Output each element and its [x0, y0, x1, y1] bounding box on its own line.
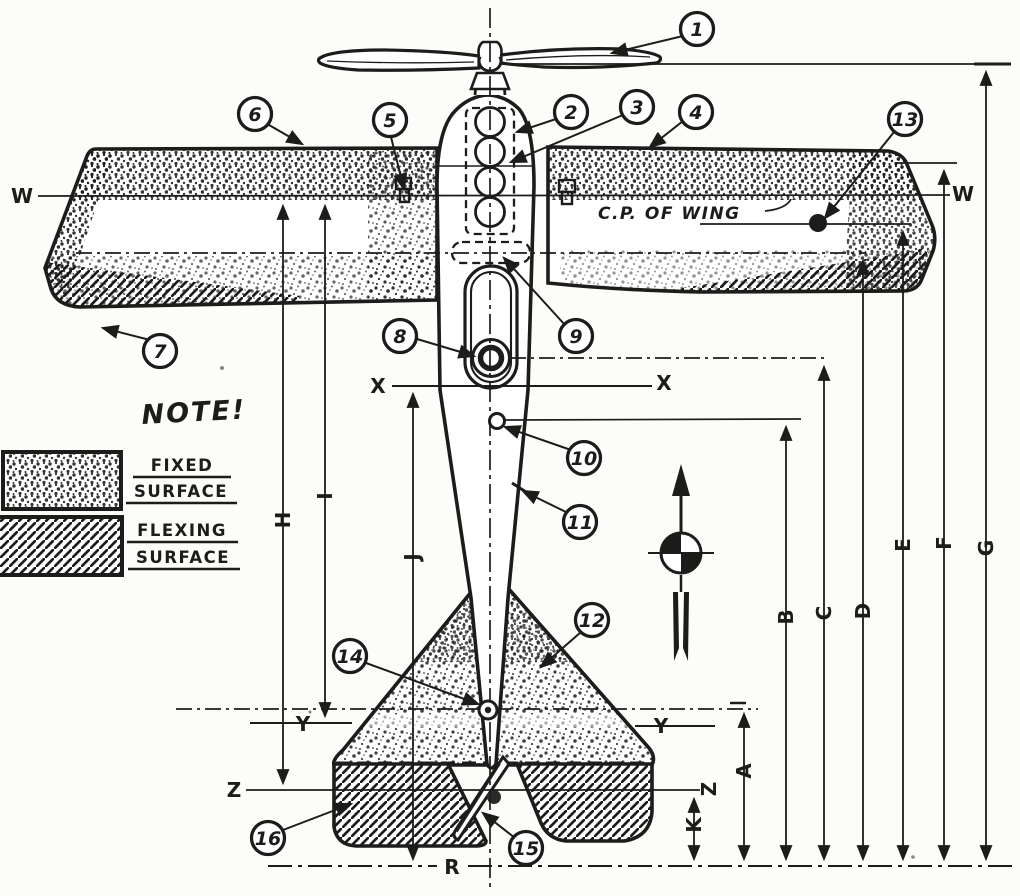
callout-6-number: 6 [248, 104, 261, 126]
wing-left-textures [45, 148, 437, 307]
dim-label-x-left: X [370, 374, 386, 398]
legend-fixed-line1: FIXED [151, 456, 214, 475]
callout-10-number: 10 [571, 448, 597, 470]
callout-7-number: 7 [153, 341, 167, 363]
callout-15-number: 15 [513, 838, 539, 860]
tail-pivot [477, 699, 499, 721]
callout-8-number: 8 [393, 326, 406, 348]
cp-leader [764, 198, 792, 212]
callout-4-number: 4 [688, 102, 702, 124]
callout-leaders [100, 35, 895, 839]
datum-lines [37, 8, 1014, 892]
callout-16: 16 [249, 819, 287, 857]
callout-9-number: 9 [569, 326, 582, 348]
dim-label-F: F [932, 536, 956, 550]
dim-label-w-right: W [952, 182, 974, 206]
dim-label-y-right: Y [653, 714, 669, 738]
dim-label-w-left: W [11, 184, 33, 208]
callout-14-number: 14 [337, 646, 363, 668]
callout-15: 15 [507, 829, 545, 867]
w-w-line [37, 194, 951, 197]
flexing-surface-texture [45, 262, 300, 307]
center-of-pressure-dot [809, 214, 827, 232]
callout-11-number: 11 [567, 512, 593, 534]
legend-flexing-line1: FLEXING [137, 521, 227, 540]
wing-left [43, 146, 439, 309]
dim-label-G: G [974, 540, 998, 556]
legend-fixed-line2: SURFACE [134, 482, 228, 501]
callout-16-number: 16 [255, 828, 281, 850]
motor-compartment-dashed [464, 106, 516, 236]
prop-blade-left [316, 48, 481, 72]
dim-label-A: A [732, 763, 756, 779]
dimension-lines [276, 69, 993, 862]
callout-10: 10 [565, 439, 603, 477]
dim-label-x-right: X [656, 371, 672, 395]
callout-7: 7 [141, 332, 179, 370]
elevator-right [514, 762, 654, 843]
dim-label-I: I [313, 492, 337, 499]
rear-hook-ring [477, 344, 505, 372]
dim-label-H: H [271, 512, 295, 529]
dim-label-C: C [812, 606, 836, 621]
wing-mount-dashed [450, 240, 532, 265]
cg-symbol-icon [648, 464, 714, 661]
fuselage-slot-inner [469, 270, 513, 384]
dimension-letters: W W X X Y Y Z Z H I J A K B C D E F G R [11, 182, 998, 879]
callout-3: 3 [618, 88, 656, 126]
dim-label-R: R [444, 855, 459, 879]
callout-5: 5 [371, 101, 409, 139]
callout-14: 14 [331, 637, 369, 675]
callout-8: 8 [381, 317, 419, 355]
callout-1: 1 [678, 10, 716, 48]
callout-13-number: 13 [892, 109, 918, 131]
dim-label-y-left: Y [295, 712, 311, 736]
dim-label-z-right: Z [697, 782, 721, 797]
callout-3-number: 3 [630, 97, 643, 119]
callout-12-number: 12 [579, 610, 605, 632]
callouts: 1 2 3 4 5 6 7 8 9 10 11 12 13 14 15 16 [141, 10, 924, 867]
dim-label-D: D [851, 603, 875, 620]
legend-flexing-line2: SURFACE [136, 548, 230, 567]
rudder-blade [452, 754, 511, 842]
callout-4: 4 [677, 93, 715, 131]
dim-label-J: J [400, 553, 424, 562]
rudder-pivot [487, 790, 501, 804]
wing-right [546, 145, 937, 294]
cp-annotation: C.P. OF WING [598, 198, 827, 232]
dim-label-E: E [891, 538, 915, 552]
callout-13: 13 [886, 100, 924, 138]
dowel-pin [488, 412, 506, 430]
callout-12: 12 [573, 601, 611, 639]
note-title: NOTE! [141, 395, 247, 431]
dim-label-B: B [774, 609, 798, 624]
dim-label-K: K [682, 816, 706, 833]
callout-11: 11 [561, 503, 599, 541]
callout-9: 9 [557, 317, 595, 355]
scan-specks [220, 366, 915, 859]
legend: NOTE! FIXED SURFACE FLEXING SURFACE [0, 395, 247, 577]
callout-6: 6 [236, 95, 274, 133]
cp-of-wing-label: C.P. OF WING [598, 204, 741, 224]
callout-2: 2 [552, 93, 590, 131]
callout-2-number: 2 [564, 102, 577, 124]
dim-label-z-left: Z [227, 778, 242, 802]
callout-1-number: 1 [690, 19, 703, 41]
callout-5-number: 5 [383, 110, 396, 132]
